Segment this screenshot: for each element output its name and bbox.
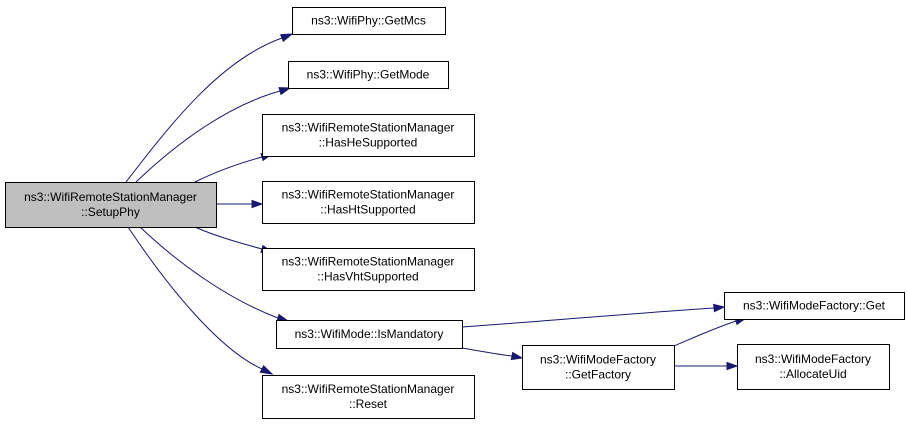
node-label-line: ns3::WifiModeFactory — [755, 352, 871, 366]
node-label-line: ns3::WifiRemoteStationManager — [282, 121, 455, 135]
edge-ismandatory-getfactory — [461, 347, 524, 361]
edge-setupphy-hasht — [216, 199, 264, 209]
edges-layer — [125, 33, 748, 375]
edge-arrowhead — [510, 351, 524, 361]
has-he-supported-node[interactable]: ns3::WifiRemoteStationManager::HasHeSupp… — [262, 114, 475, 157]
node-label-line: ns3::WifiPhy::GetMcs — [311, 14, 426, 28]
node-label-line: ::HasHtSupported — [320, 203, 415, 217]
node-label-line: ns3::WifiModeFactory::Get — [743, 299, 886, 313]
node-label-line: ::Reset — [349, 397, 388, 411]
node-label-line: ::GetFactory — [565, 368, 631, 382]
edge-arrowhead — [251, 199, 264, 209]
edge-setupphy-hasvht — [194, 226, 274, 253]
edge-line — [194, 156, 263, 183]
edge-line — [139, 226, 279, 319]
edge-getfactory-allocateuid — [674, 361, 739, 371]
node-box[interactable] — [276, 320, 463, 349]
edge-arrowhead — [278, 87, 292, 96]
node-label-line: ns3::WifiModeFactory — [540, 353, 656, 367]
node-box[interactable] — [292, 7, 446, 35]
reset-node[interactable]: ns3::WifiRemoteStationManager::Reset — [262, 375, 475, 419]
node-box[interactable] — [262, 181, 475, 224]
edge-line — [135, 90, 281, 183]
edge-setupphy-reset — [127, 226, 274, 375]
has-vht-supported-node[interactable]: ns3::WifiRemoteStationManager::HasVhtSup… — [262, 248, 475, 291]
node-label-line: ns3::WifiMode::IsMandatory — [295, 327, 444, 341]
edge-setupphy-getmcs — [125, 33, 294, 183]
edge-getfactory-get — [673, 317, 748, 347]
edge-line — [125, 37, 283, 183]
edge-arrowhead — [713, 303, 726, 313]
node-box[interactable] — [522, 345, 675, 390]
node-box[interactable] — [288, 61, 449, 89]
node-box[interactable] — [737, 344, 890, 390]
edge-line — [673, 320, 737, 347]
node-label-line: ns3::WifiRemoteStationManager — [282, 188, 455, 202]
node-label-line: ns3::WifiPhy::GetMode — [307, 68, 430, 82]
node-label-line: ::HasVhtSupported — [317, 270, 418, 284]
setup-phy-node[interactable]: ns3::WifiRemoteStationManager::SetupPhy — [5, 182, 217, 228]
node-box[interactable] — [724, 292, 905, 320]
node-label-line: ns3::WifiRemoteStationManager — [282, 255, 455, 269]
get-mode-node[interactable]: ns3::WifiPhy::GetMode — [288, 61, 449, 89]
edge-setupphy-hashe — [194, 153, 274, 183]
is-mandatory-node[interactable]: ns3::WifiMode::IsMandatory — [276, 320, 463, 349]
edge-line — [194, 226, 263, 250]
has-ht-supported-node[interactable]: ns3::WifiRemoteStationManager::HasHtSupp… — [262, 181, 475, 224]
node-label-line: ns3::WifiRemoteStationManager — [24, 190, 197, 204]
node-label-line: ::AllocateUid — [779, 367, 846, 381]
edge-arrowhead — [726, 361, 739, 371]
edge-arrowhead — [279, 33, 294, 43]
node-box[interactable] — [5, 182, 217, 228]
factory-get-node[interactable]: ns3::WifiModeFactory::Get — [724, 292, 905, 320]
edge-ismandatory-get — [461, 303, 726, 328]
node-label-line: ns3::WifiRemoteStationManager — [282, 382, 455, 396]
node-box[interactable] — [262, 375, 475, 419]
get-factory-node[interactable]: ns3::WifiModeFactory::GetFactory — [522, 345, 675, 390]
allocate-uid-node[interactable]: ns3::WifiModeFactory::AllocateUid — [737, 344, 890, 390]
node-box[interactable] — [262, 114, 475, 157]
get-mcs-node[interactable]: ns3::WifiPhy::GetMcs — [292, 7, 446, 35]
node-box[interactable] — [262, 248, 475, 291]
edge-line — [461, 347, 513, 357]
node-label-line: ::HasHeSupported — [319, 136, 418, 150]
nodes-layer: ns3::WifiRemoteStationManager::SetupPhyn… — [5, 7, 905, 419]
edge-line — [127, 226, 263, 370]
edge-line — [461, 307, 715, 328]
edge-arrowhead — [259, 364, 274, 375]
edge-setupphy-getmode — [135, 87, 292, 183]
node-label-line: ::SetupPhy — [81, 205, 140, 219]
